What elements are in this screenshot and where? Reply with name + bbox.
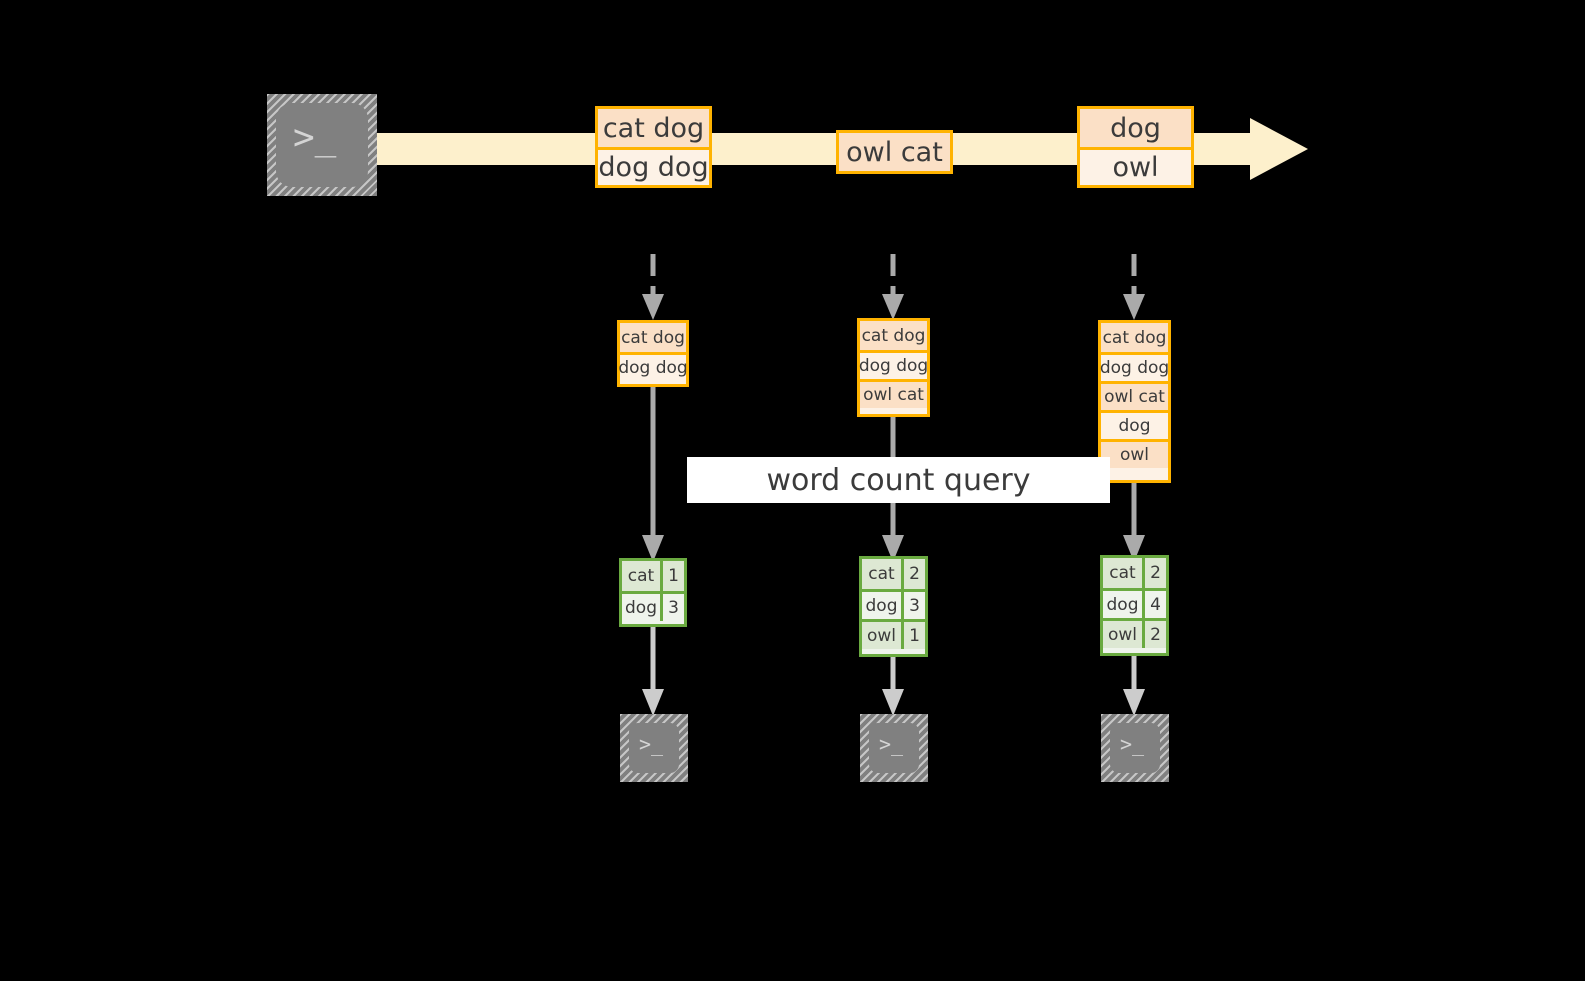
count-word: cat [1103, 558, 1145, 588]
sink-terminal-3-icon[interactable]: >_ [1101, 714, 1169, 782]
table-row: cat 2 [1103, 558, 1166, 588]
stream-event-line: owl [1080, 147, 1191, 185]
sink-terminal-2-icon[interactable]: >_ [860, 714, 928, 782]
sink-terminal-1-icon[interactable]: >_ [620, 714, 688, 782]
buffer-line: owl cat [860, 379, 927, 408]
table-row: owl 1 [862, 619, 925, 649]
count-value: 4 [1145, 591, 1166, 618]
buffer-line: dog [1101, 410, 1168, 439]
query-label-band: word count query [687, 457, 1110, 503]
stream-event-line: dog [1080, 109, 1191, 147]
count-value: 2 [1145, 621, 1166, 648]
buffer-line: dog dog [618, 352, 688, 381]
snapshot-2-counts-table[interactable]: cat 2 dog 3 owl 1 [859, 556, 928, 657]
table-row: dog 3 [622, 591, 684, 621]
count-word: dog [622, 594, 663, 621]
count-word: cat [862, 559, 904, 589]
terminal-screen: >_ [1110, 723, 1160, 773]
buffer-line: dog dog [1100, 352, 1169, 381]
connector-buffer-to-counts-1 [640, 387, 666, 563]
snapshot-3-counts-table[interactable]: cat 2 dog 4 owl 2 [1100, 555, 1169, 656]
table-row: owl 2 [1103, 618, 1166, 648]
stream-event-line: dog dog [598, 147, 709, 185]
terminal-prompt-label: >_ [879, 732, 904, 756]
count-value: 2 [1145, 558, 1166, 588]
buffer-line: owl [1101, 439, 1168, 468]
buffer-line: cat dog [1101, 323, 1168, 352]
terminal-screen: >_ [629, 723, 679, 773]
connector-buffer-to-counts-3 [1121, 483, 1147, 563]
stream-event-group-3[interactable]: dog owl [1077, 106, 1194, 188]
count-value: 1 [663, 561, 684, 591]
stream-event-group-2[interactable]: owl cat [836, 130, 953, 174]
connector-counts-to-sink-3 [1121, 656, 1147, 717]
count-word: owl [1103, 621, 1145, 648]
table-row: cat 1 [622, 561, 684, 591]
stream-event-line: owl cat [839, 133, 950, 171]
buffer-line: cat dog [620, 323, 686, 352]
query-label: word count query [766, 462, 1031, 498]
table-row: dog 3 [862, 589, 925, 619]
count-word: dog [862, 592, 904, 619]
terminal-screen: >_ [869, 723, 919, 773]
terminal-screen: >_ [276, 103, 368, 187]
count-value: 3 [904, 592, 925, 619]
count-value: 2 [904, 559, 925, 589]
snapshot-2-buffer[interactable]: cat dog dog dog owl cat [857, 318, 930, 417]
snapshot-1-counts-table[interactable]: cat 1 dog 3 [619, 558, 687, 627]
connector-counts-to-sink-2 [880, 657, 906, 717]
stream-event-group-1[interactable]: cat dog dog dog [595, 106, 712, 188]
connector-stream-to-buffer-2 [880, 254, 906, 322]
count-value: 1 [904, 622, 925, 649]
count-value: 3 [663, 594, 684, 621]
terminal-prompt-label: >_ [293, 117, 337, 158]
source-terminal-icon[interactable]: >_ [267, 94, 377, 196]
terminal-prompt-label: >_ [1120, 732, 1145, 756]
buffer-line: cat dog [860, 321, 927, 350]
table-row: dog 4 [1103, 588, 1166, 618]
connector-counts-to-sink-1 [640, 627, 666, 717]
connector-stream-to-buffer-3 [1121, 254, 1147, 322]
count-word: owl [862, 622, 904, 649]
snapshot-3-buffer[interactable]: cat dog dog dog owl cat dog owl [1098, 320, 1171, 483]
count-word: dog [1103, 591, 1145, 618]
count-word: cat [622, 561, 663, 591]
table-row: cat 2 [862, 559, 925, 589]
buffer-line: owl cat [1101, 381, 1168, 410]
stream-event-line: cat dog [598, 109, 709, 147]
buffer-line: dog dog [859, 350, 928, 379]
snapshot-1-buffer[interactable]: cat dog dog dog [617, 320, 689, 387]
connector-stream-to-buffer-1 [640, 254, 666, 322]
terminal-prompt-label: >_ [639, 732, 664, 756]
